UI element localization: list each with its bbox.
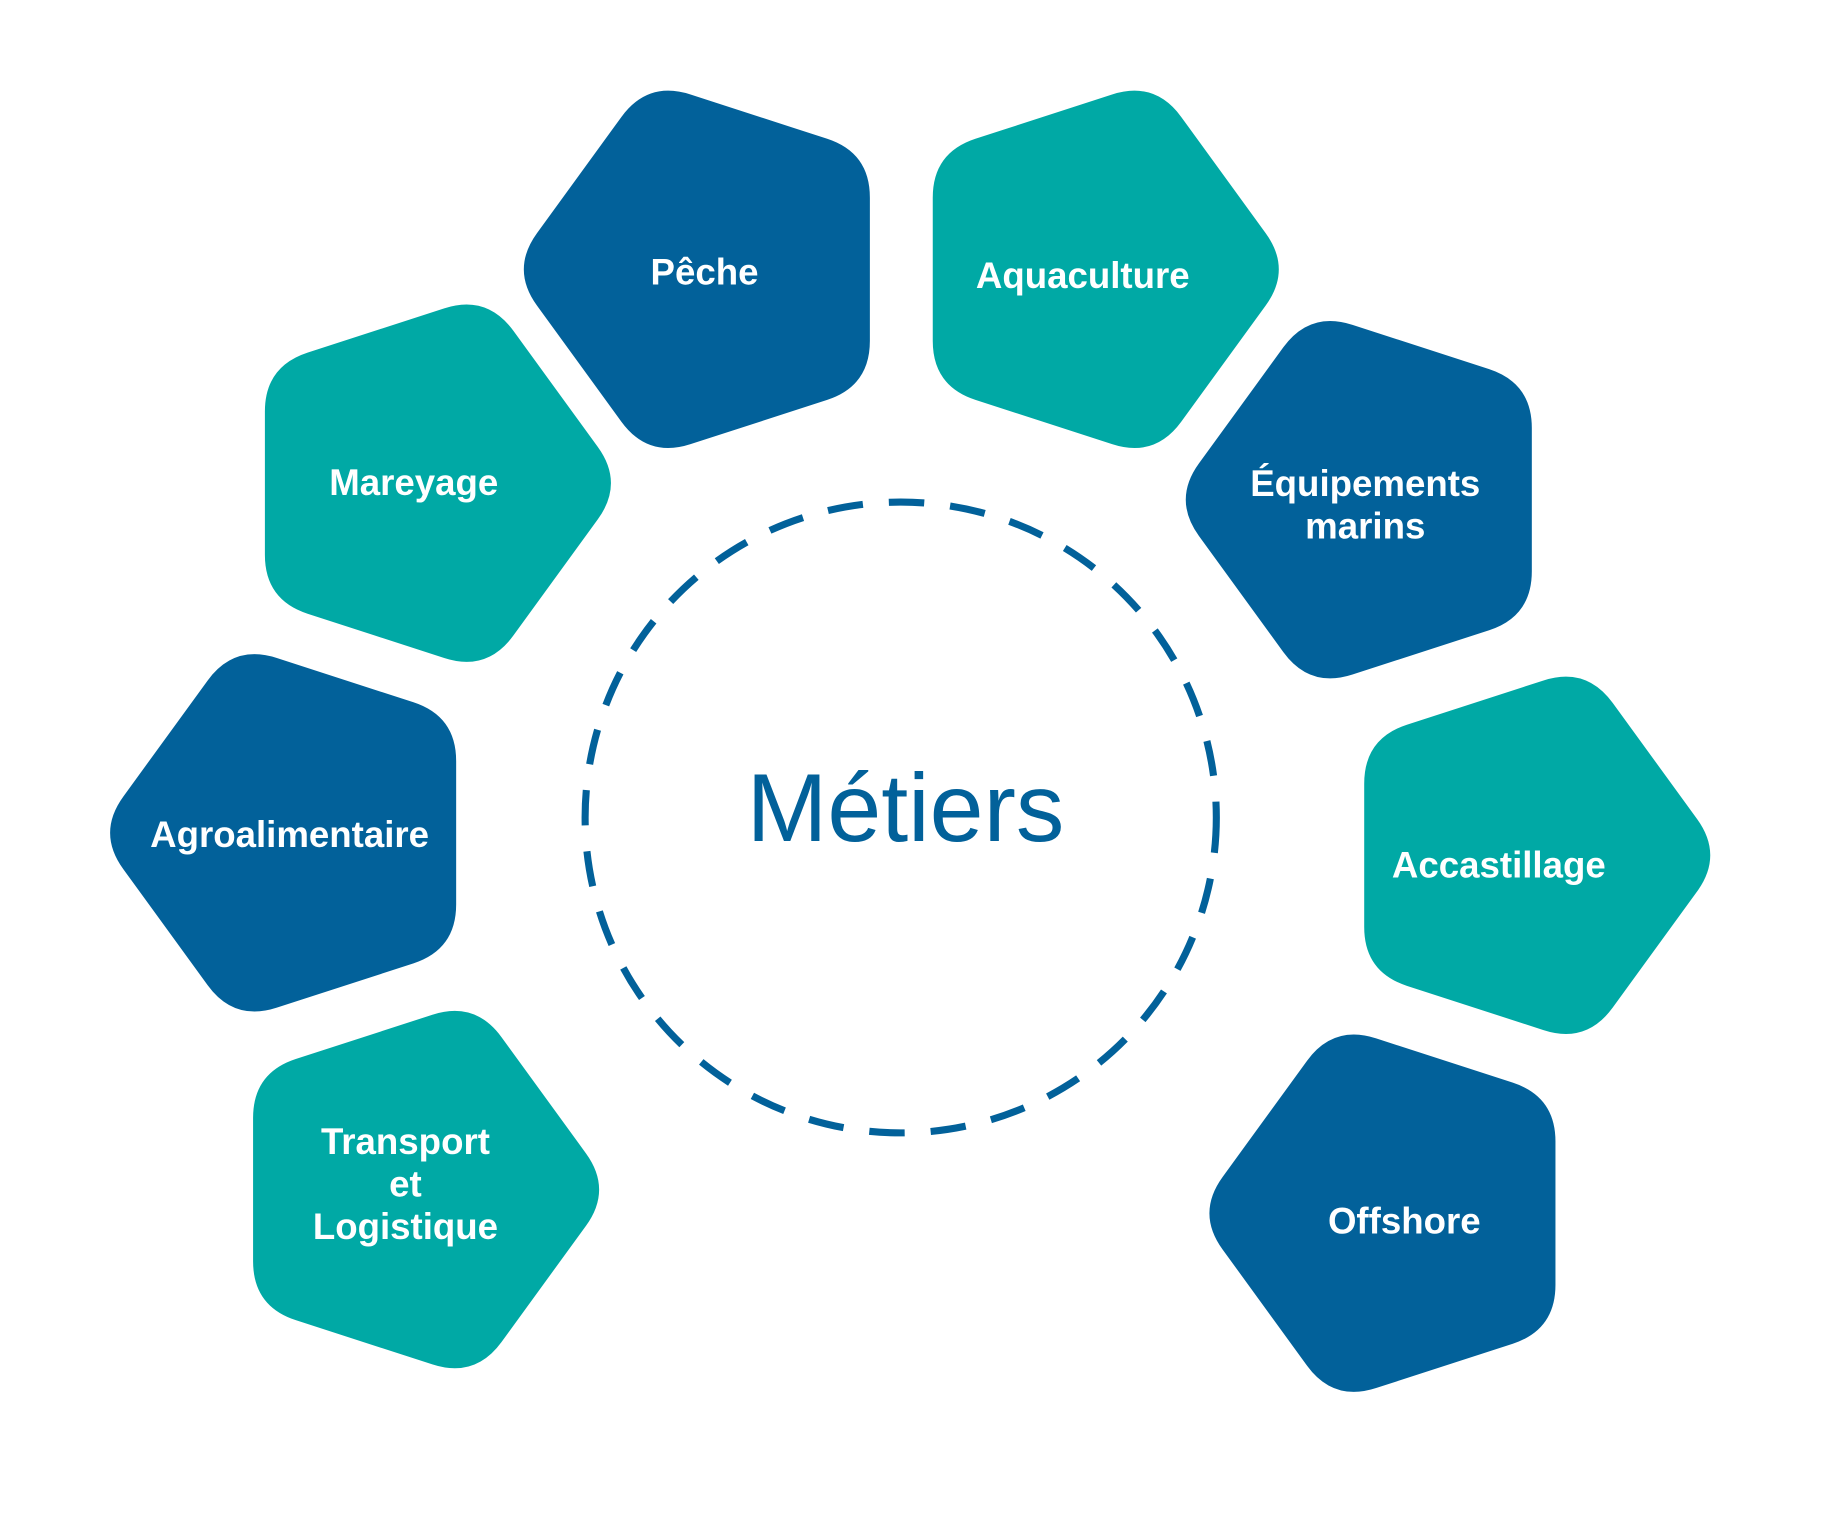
node-label: Pêche xyxy=(651,252,759,293)
node-aquaculture: Aquaculture xyxy=(932,90,1279,449)
pentagon-shape xyxy=(1185,321,1532,679)
node-offshore: Offshore xyxy=(1209,1034,1556,1392)
node-label: Logistique xyxy=(313,1206,498,1247)
node-label: et xyxy=(389,1164,422,1205)
center-dashed-ring xyxy=(581,498,1220,1137)
node-label: Offshore xyxy=(1328,1200,1481,1241)
node-mareyage: Mareyage xyxy=(264,304,611,662)
node-label: Accastillage xyxy=(1392,845,1606,886)
node-label: Équipements xyxy=(1250,463,1480,504)
pentagon-shape xyxy=(523,90,870,449)
node-label: Agroalimentaire xyxy=(150,814,429,855)
pentagon-shape xyxy=(264,304,611,662)
node-label: Transport xyxy=(321,1121,490,1162)
center-label: Métiers xyxy=(747,753,1065,862)
nodes-layer: Pêche AquacultureÉquipementsmarinsAccasti… xyxy=(110,90,1711,1392)
pentagon-shape xyxy=(1364,676,1711,1034)
pentagon-shape xyxy=(110,654,457,1012)
pentagon-shape xyxy=(932,90,1279,449)
node-label: Mareyage xyxy=(329,462,498,503)
pentagon-shape xyxy=(1209,1034,1556,1392)
node-label: Aquaculture xyxy=(976,255,1190,296)
node-accastillage: Accastillage xyxy=(1364,676,1711,1034)
pentagon-shape xyxy=(253,1010,600,1369)
node-peche: Pêche xyxy=(523,90,870,449)
node-agroalimentaire: Agroalimentaire xyxy=(110,654,457,1012)
node-label: marins xyxy=(1305,506,1425,547)
